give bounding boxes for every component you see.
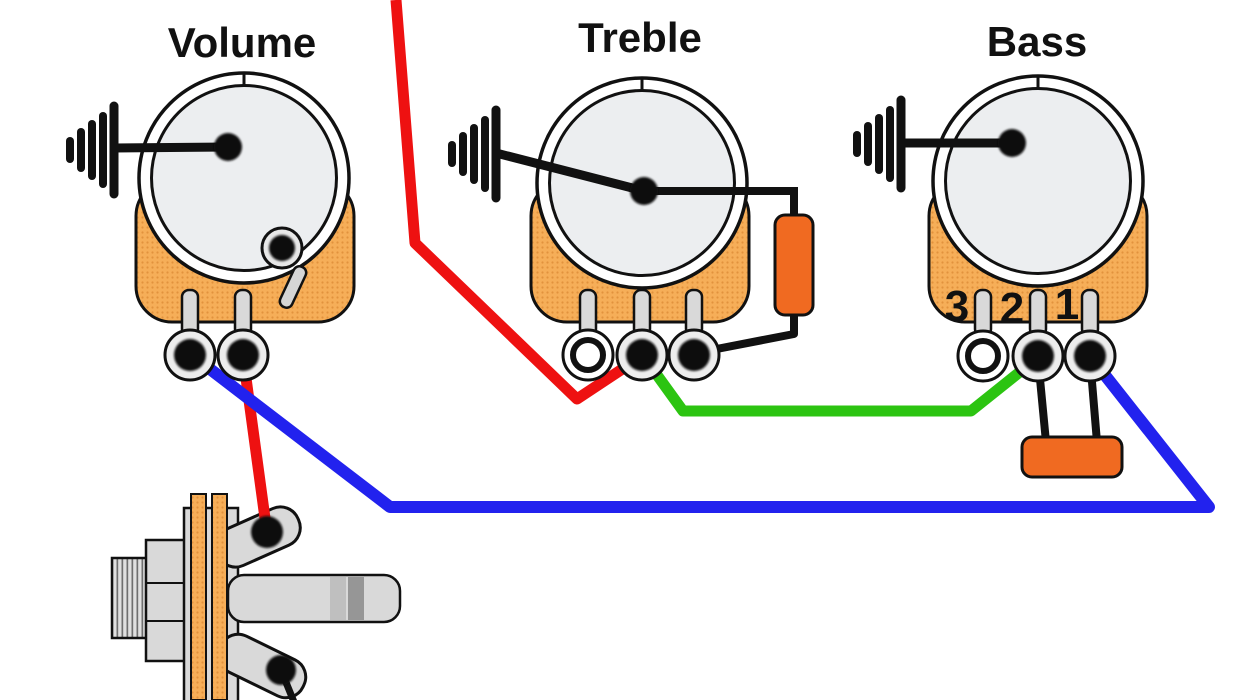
bass-lug1-label: 1	[1055, 280, 1079, 329]
bass-ground-solder-dot	[998, 129, 1026, 157]
bass-lug3-label: 3	[945, 282, 969, 331]
black-wires-and-caps	[644, 187, 1124, 479]
treble-lug2-solder	[626, 339, 658, 371]
volume-ground-solder-dot	[214, 133, 242, 161]
treble-ground-lead	[494, 148, 646, 196]
lug-stub	[1080, 288, 1100, 338]
pot-face	[150, 84, 338, 272]
treble-pot-title: Treble	[578, 14, 702, 61]
jack-rod-band	[330, 577, 346, 620]
bass-pot-title: Bass	[987, 18, 1087, 65]
volume-lug1-solder	[174, 339, 206, 371]
jack-sleeve-rod	[226, 573, 402, 624]
jack-hot-solder-dot	[251, 516, 283, 548]
treble-potentiometer	[529, 76, 751, 338]
blue-wire-volume-to-bass	[189, 351, 1215, 513]
pot-face	[944, 87, 1132, 275]
case-lug-stub	[278, 265, 308, 309]
bass-lug2-solder	[1022, 340, 1054, 372]
jack-ground-solder-dot	[266, 655, 296, 685]
bass-lug1-solder	[1074, 340, 1106, 372]
bass-lug3-hole	[965, 338, 1001, 374]
treble-lug1-solder	[678, 339, 710, 371]
treble-cap-wire-black	[695, 313, 798, 357]
ground-symbol-icon	[452, 110, 496, 198]
ground-symbol-icon	[70, 106, 114, 194]
case-solder-dot	[269, 235, 295, 261]
jack-fiber-washer	[211, 493, 228, 700]
jack-fiber-washer	[190, 493, 207, 700]
overlay-lugs-and-grounds	[70, 100, 1117, 685]
treble-ground-solder-dot	[630, 177, 658, 205]
volume-pot-title: Volume	[168, 19, 317, 66]
jack-rod-band	[348, 577, 364, 620]
volume-ground-lead	[113, 142, 229, 153]
ground-symbol-icon	[857, 100, 901, 188]
bass-capacitor	[1020, 435, 1124, 479]
bass-potentiometer: 3 2 1	[927, 74, 1149, 338]
red-wire-pickup-to-treble	[390, 0, 646, 405]
volume-potentiometer	[134, 71, 356, 338]
red-wire-volume-to-jack	[237, 350, 273, 539]
volume-lug2-solder	[227, 339, 259, 371]
lug-stub	[1028, 288, 1048, 338]
jack-threaded-barrel	[110, 556, 150, 640]
lug-stub	[973, 288, 993, 338]
treble-capacitor	[773, 213, 815, 317]
hookup-wires	[189, 0, 1215, 539]
output-jack	[110, 493, 402, 700]
green-wire-treble-to-bass	[639, 353, 1040, 417]
jack-nut	[144, 538, 188, 663]
treble-lug3-hole	[570, 337, 606, 373]
bass-lug2-label: 2	[1000, 284, 1024, 333]
treble-wiper-wire-black	[644, 187, 798, 222]
